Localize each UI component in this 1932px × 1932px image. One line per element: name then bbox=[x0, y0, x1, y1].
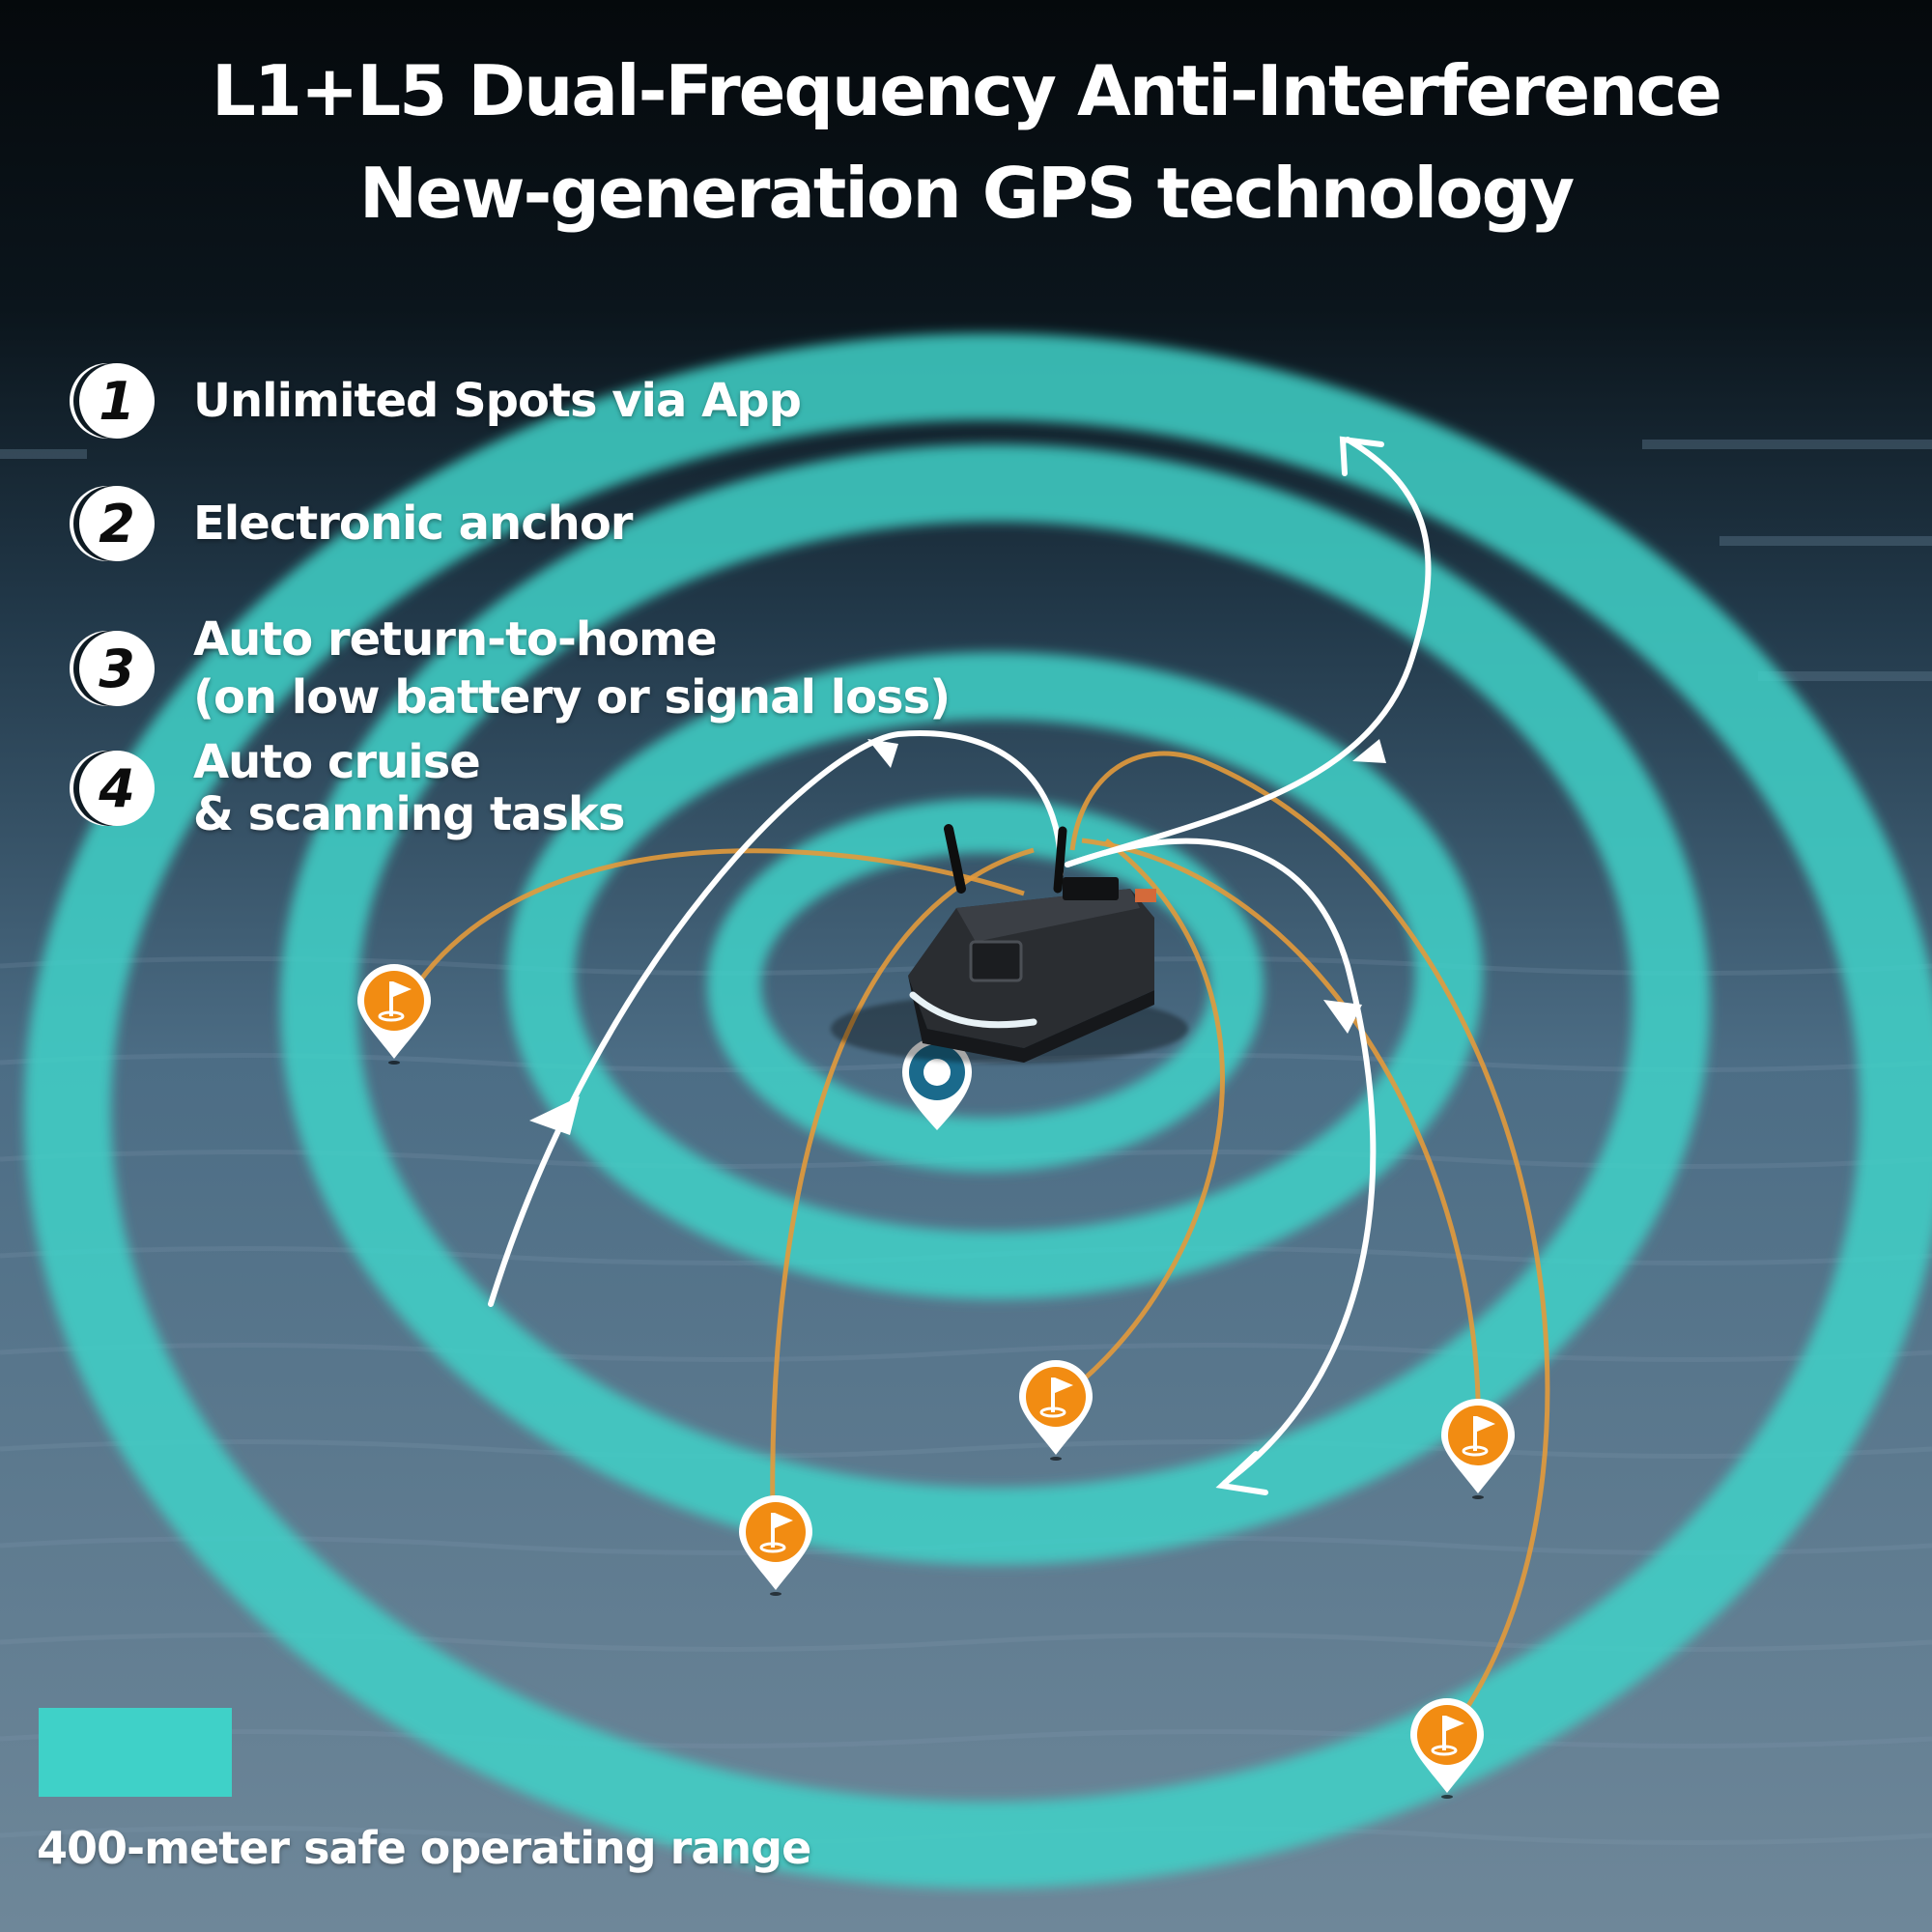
headline-line-1: L1+L5 Dual-Frequency Anti-Interference bbox=[211, 50, 1722, 131]
feature-label-line-2: & scanning tasks bbox=[193, 787, 625, 841]
flag-pin-icon[interactable] bbox=[357, 964, 431, 1065]
spot-routes bbox=[393, 751, 1550, 1736]
range-ring-center bbox=[707, 799, 1264, 1172]
feature-label-line-1: Auto cruise bbox=[193, 735, 481, 789]
arrow-heads bbox=[529, 739, 1386, 1135]
feature-number-badge: 2 bbox=[79, 486, 155, 561]
headline-line-2: New-generation GPS technology bbox=[358, 153, 1575, 234]
route-spot-2 bbox=[770, 847, 1035, 1522]
feature-label: Auto cruise & scanning tasks bbox=[193, 735, 625, 841]
flag-pin-icon[interactable] bbox=[1441, 1399, 1515, 1499]
outbound-path bbox=[1065, 437, 1432, 867]
arrow-tips bbox=[1215, 436, 1384, 1495]
arrow-head-return-mid bbox=[1323, 1000, 1362, 1034]
arrow-tip-outbound bbox=[1339, 436, 1384, 476]
arrow-head-cruise-upper bbox=[867, 739, 898, 768]
route-spot-4 bbox=[1081, 838, 1481, 1445]
arrow-head-cruise-lower bbox=[529, 1096, 580, 1135]
feature-number-badge: 3 bbox=[79, 631, 155, 706]
feature-label: Auto return-to-home (on low battery or s… bbox=[193, 611, 951, 726]
flag-pin-icon[interactable] bbox=[1019, 1360, 1093, 1461]
feature-auto-return: 3 Auto return-to-home (on low battery or… bbox=[79, 611, 951, 726]
route-spot-5 bbox=[1069, 751, 1550, 1736]
legend-label: 400-meter safe operating range bbox=[37, 1822, 811, 1874]
feature-label-line-1: Auto return-to-home bbox=[193, 612, 718, 667]
range-ring-middle bbox=[280, 444, 1710, 1565]
arrow-head-outbound-mid bbox=[1352, 739, 1386, 763]
legend-swatch bbox=[39, 1708, 232, 1797]
bait-boat-icon bbox=[831, 824, 1188, 1064]
feature-label: Unlimited Spots via App bbox=[193, 374, 802, 428]
feature-number-badge: 1 bbox=[79, 363, 155, 439]
flag-pin-icon[interactable] bbox=[739, 1495, 812, 1596]
feature-electronic-anchor: 2 Electronic anchor bbox=[79, 486, 633, 561]
feature-label-line-2: (on low battery or signal loss) bbox=[193, 670, 951, 724]
fishing-spot-pins bbox=[357, 964, 1515, 1799]
range-ring-inner bbox=[507, 652, 1483, 1299]
feature-auto-cruise: 4 Auto cruise & scanning tasks bbox=[79, 735, 625, 841]
feature-label: Electronic anchor bbox=[193, 497, 633, 551]
route-spot-1 bbox=[393, 848, 1025, 1021]
flag-pin-icon[interactable] bbox=[1410, 1698, 1484, 1799]
range-ring-outer bbox=[24, 333, 1932, 1889]
feature-unlimited-spots: 1 Unlimited Spots via App bbox=[79, 363, 802, 439]
water-highlights bbox=[0, 440, 1932, 681]
route-spot-3 bbox=[1056, 838, 1225, 1403]
feature-number-badge: 4 bbox=[79, 751, 155, 826]
cruise-path bbox=[488, 730, 1065, 1307]
range-rings bbox=[24, 333, 1932, 1889]
arrow-tip-return bbox=[1215, 1451, 1268, 1495]
